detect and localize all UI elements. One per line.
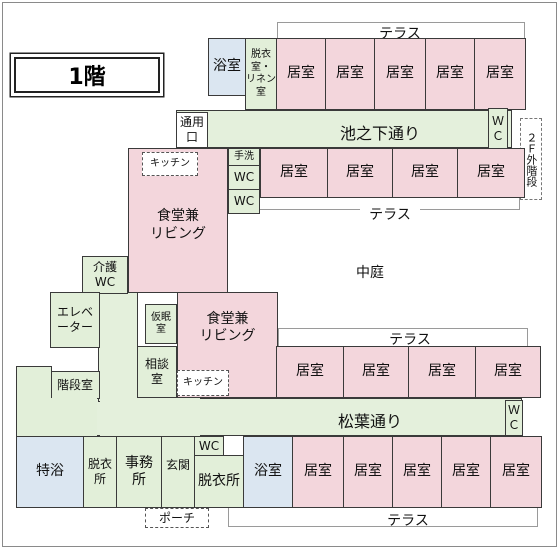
office: 事務 所 bbox=[116, 436, 162, 508]
room-b3: 居室 bbox=[392, 436, 442, 508]
bath-south: 浴室 bbox=[243, 436, 293, 508]
room-n5: 居室 bbox=[474, 38, 526, 110]
corridor-hall bbox=[100, 395, 200, 437]
wc-north-1: WC bbox=[228, 165, 260, 190]
bath-north: 浴室 bbox=[208, 38, 246, 96]
room-b5: 居室 bbox=[490, 436, 542, 508]
stairs-2f-label: ２Ｆ外階段 bbox=[520, 118, 542, 200]
wc-north-corridor: Ｗ Ｃ bbox=[488, 108, 508, 150]
porch: ポーチ bbox=[145, 508, 209, 528]
nap-room: 仮眠 室 bbox=[145, 304, 177, 344]
floor-title: 1階 bbox=[14, 57, 160, 93]
room-n2: 居室 bbox=[325, 38, 375, 110]
room-s1: 居室 bbox=[276, 346, 344, 398]
room-m2: 居室 bbox=[327, 148, 393, 198]
room-b2: 居室 bbox=[343, 436, 393, 508]
kitchen-north: キッチン bbox=[142, 152, 198, 176]
consult-room: 相談 室 bbox=[137, 346, 177, 398]
kitchen-south: キッチン bbox=[177, 370, 229, 396]
room-b1: 居室 bbox=[292, 436, 344, 508]
corridor-north bbox=[176, 110, 512, 148]
corridor-west bbox=[98, 292, 138, 402]
room-s4: 居室 bbox=[475, 346, 541, 398]
room-m4: 居室 bbox=[457, 148, 525, 198]
room-n1: 居室 bbox=[276, 38, 326, 110]
linen-room: 脱衣 室・ リネン 室 bbox=[245, 38, 277, 110]
kitchen-main-lower bbox=[17, 398, 97, 436]
undress-small: 脱衣 所 bbox=[83, 436, 117, 508]
room-s3: 居室 bbox=[408, 346, 476, 398]
courtyard-label: 中庭 bbox=[356, 265, 384, 281]
wc-north-2: WC bbox=[228, 189, 260, 214]
undress-room: 脱衣所 bbox=[194, 455, 244, 508]
corridor-south-label: 松葉通り bbox=[337, 412, 402, 431]
room-b4: 居室 bbox=[441, 436, 491, 508]
corridor-north-label: 池之下通り bbox=[339, 124, 420, 143]
room-m1: 居室 bbox=[260, 148, 328, 198]
room-m3: 居室 bbox=[392, 148, 458, 198]
room-s2: 居室 bbox=[343, 346, 409, 398]
special-bath: 特浴 bbox=[16, 436, 84, 508]
terrace-label-south-mid: テラス bbox=[389, 332, 431, 348]
wc-south-corridor: Ｗ Ｃ bbox=[505, 400, 523, 436]
elevator: エレベ ーター bbox=[50, 292, 100, 348]
terrace-label-north-mid: テラス bbox=[360, 204, 420, 224]
terrace-label-south-bottom: テラス bbox=[387, 513, 429, 529]
care-wc: 介護 WC bbox=[82, 256, 128, 294]
room-n4: 居室 bbox=[425, 38, 475, 110]
service-door: 通用 口 bbox=[176, 112, 208, 148]
room-n3: 居室 bbox=[374, 38, 426, 110]
wc-bottom: WC bbox=[194, 436, 224, 456]
entrance: 玄関 bbox=[161, 436, 195, 508]
stairwell: 階段室 bbox=[50, 371, 100, 399]
handwash: 手洗 bbox=[228, 148, 260, 166]
